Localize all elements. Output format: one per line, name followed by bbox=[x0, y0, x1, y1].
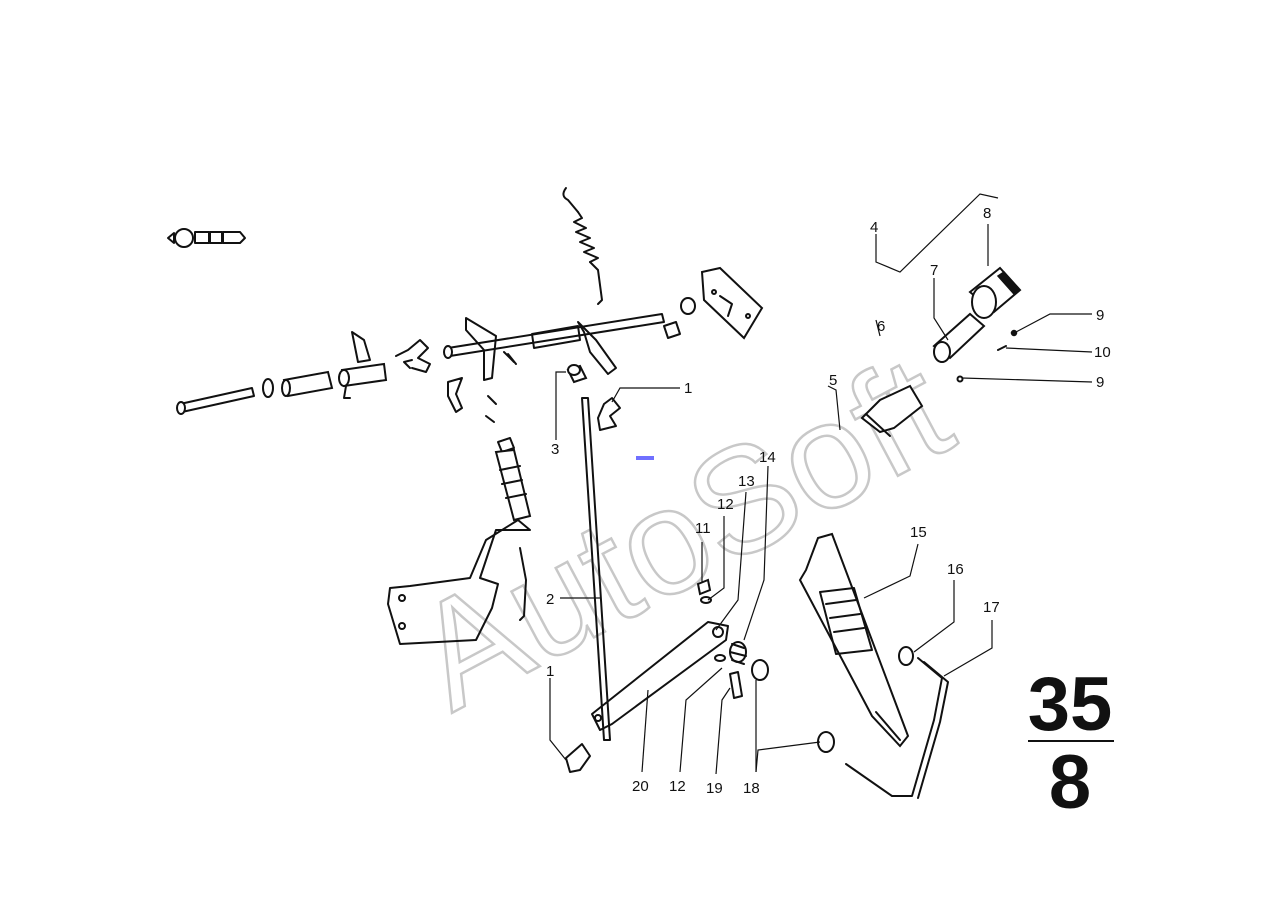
callout-17: 17 bbox=[983, 599, 1000, 616]
blue-marker bbox=[636, 456, 654, 460]
pivot-lever-part bbox=[338, 331, 388, 399]
return-spring-part bbox=[562, 187, 603, 305]
callout-20: 20 bbox=[632, 778, 649, 795]
pedal-rod-part bbox=[817, 646, 949, 799]
pivot-spring-part bbox=[714, 641, 747, 665]
callout-13: 13 bbox=[738, 473, 755, 490]
callout-5: 5 bbox=[829, 372, 837, 389]
small-lever-part bbox=[447, 377, 497, 423]
callout-12-lower: 12 bbox=[669, 778, 686, 795]
callout-3: 3 bbox=[551, 441, 559, 458]
clip-lower-part bbox=[565, 743, 591, 773]
callout-6: 6 bbox=[877, 318, 885, 335]
callout-1-upper: 1 bbox=[684, 380, 692, 397]
bushing-part bbox=[281, 370, 334, 398]
washer-part bbox=[262, 378, 274, 398]
callout-14: 14 bbox=[759, 449, 776, 466]
bolt-19-part bbox=[729, 671, 743, 699]
callout-15: 15 bbox=[910, 524, 927, 541]
roller-8-part bbox=[968, 266, 1022, 319]
nut-11-part bbox=[696, 578, 712, 596]
callout-11: 11 bbox=[695, 520, 711, 537]
push-rod-part bbox=[581, 397, 611, 741]
ball-9-lower-part bbox=[956, 375, 964, 383]
spring-clip-part bbox=[395, 339, 431, 373]
group-reference: 35 8 bbox=[1028, 662, 1114, 825]
bushing-3-part bbox=[566, 364, 588, 384]
bushing-18-part bbox=[751, 659, 769, 681]
callout-9-upper: 9 bbox=[1096, 307, 1104, 324]
callout-7: 7 bbox=[930, 262, 938, 279]
vehicle-badge-icon bbox=[167, 228, 246, 248]
shaft-pin-part bbox=[176, 387, 255, 415]
pedal-lever-5-part bbox=[860, 384, 924, 437]
clip-upper-part bbox=[597, 397, 621, 431]
group-number: 35 bbox=[1028, 662, 1113, 747]
callout-labels: 1 1 2 3 4 5 6 7 8 9 9 10 11 12 12 13 14 … bbox=[546, 205, 1111, 797]
pedal-pad-part bbox=[798, 532, 910, 748]
left-pedal-bracket-part bbox=[387, 437, 532, 645]
ball-9-upper-part bbox=[1010, 329, 1018, 337]
pedal-shaft-assembly bbox=[443, 297, 696, 381]
leader-lines bbox=[549, 193, 1093, 775]
callout-9-lower: 9 bbox=[1096, 374, 1104, 391]
washer-12-part bbox=[700, 596, 712, 604]
callout-2: 2 bbox=[546, 591, 554, 608]
callout-16: 16 bbox=[947, 561, 964, 578]
callout-1-lower: 1 bbox=[546, 663, 554, 680]
callout-19: 19 bbox=[706, 780, 723, 797]
mounting-plate-part bbox=[700, 266, 764, 340]
pin-10-part bbox=[997, 345, 1007, 351]
callout-10: 10 bbox=[1094, 344, 1111, 361]
callout-12-upper: 12 bbox=[717, 496, 734, 513]
callout-8: 8 bbox=[983, 205, 991, 222]
callout-18: 18 bbox=[743, 780, 760, 797]
shaft-7-part bbox=[932, 312, 986, 363]
callout-4: 4 bbox=[870, 219, 878, 236]
sub-number: 8 bbox=[1049, 740, 1091, 825]
